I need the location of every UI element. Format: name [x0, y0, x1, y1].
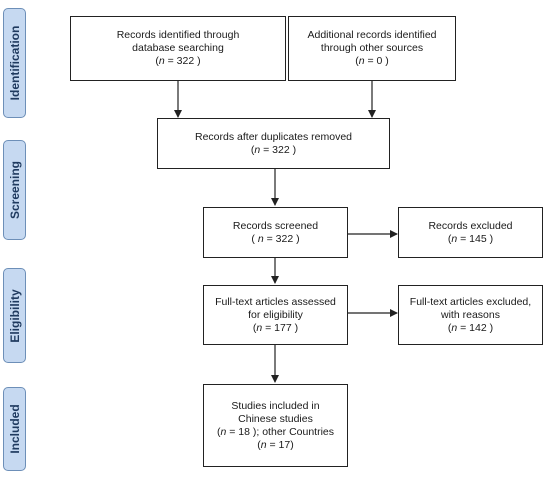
screened-line1: Records screened	[232, 219, 319, 232]
fulltext-excluded-line1: Full-text articles excluded,	[409, 295, 532, 308]
duplicates-count: (n = 322 )	[250, 143, 297, 156]
fulltext-excluded-count: (n = 142 )	[447, 321, 494, 334]
box-records-screened: Records screened ( n = 322 )	[203, 207, 348, 258]
phase-screening: Screening	[3, 140, 26, 240]
fulltext-assessed-line1: Full-text articles assessed	[215, 295, 336, 308]
excluded-count: (n = 145 )	[447, 232, 494, 245]
included-line2: Chinese studies	[238, 412, 313, 425]
fulltext-excluded-line2: with reasons	[441, 308, 500, 321]
phase-included: Included	[3, 387, 26, 471]
duplicates-line1: Records after duplicates removed	[195, 130, 352, 143]
included-line4: (n = 17)	[257, 438, 294, 451]
other-sources-line1: Additional records identified	[307, 29, 437, 41]
fulltext-assessed-count: (n = 177 )	[252, 321, 299, 334]
excluded-line1: Records excluded	[428, 219, 513, 232]
screened-count: ( n = 322 )	[251, 232, 300, 245]
included-line1: Studies included in	[231, 399, 320, 412]
database-count: (n = 322 )	[155, 55, 201, 67]
fulltext-assessed-line2: for eligibility	[248, 308, 303, 321]
box-studies-included: Studies included in Chinese studies (n =…	[203, 384, 348, 467]
included-line3: (n = 18 ); other Countries	[216, 425, 335, 438]
box-other-sources: Additional records identified through ot…	[288, 16, 456, 81]
other-sources-line2: through other sources	[320, 42, 424, 54]
box-fulltext-excluded: Full-text articles excluded, with reason…	[398, 285, 543, 345]
phase-identification: Identification	[3, 8, 26, 118]
box-fulltext-assessed: Full-text articles assessed for eligibil…	[203, 285, 348, 345]
box-records-excluded: Records excluded (n = 145 )	[398, 207, 543, 258]
box-duplicates-removed: Records after duplicates removed (n = 32…	[157, 118, 390, 169]
database-line1: Records identified through	[116, 29, 240, 41]
box-database-records: Records identified through database sear…	[70, 16, 286, 81]
database-line2: database searching	[132, 42, 224, 54]
phase-eligibility: Eligibility	[3, 268, 26, 363]
other-sources-count: (n = 0 )	[355, 55, 389, 67]
